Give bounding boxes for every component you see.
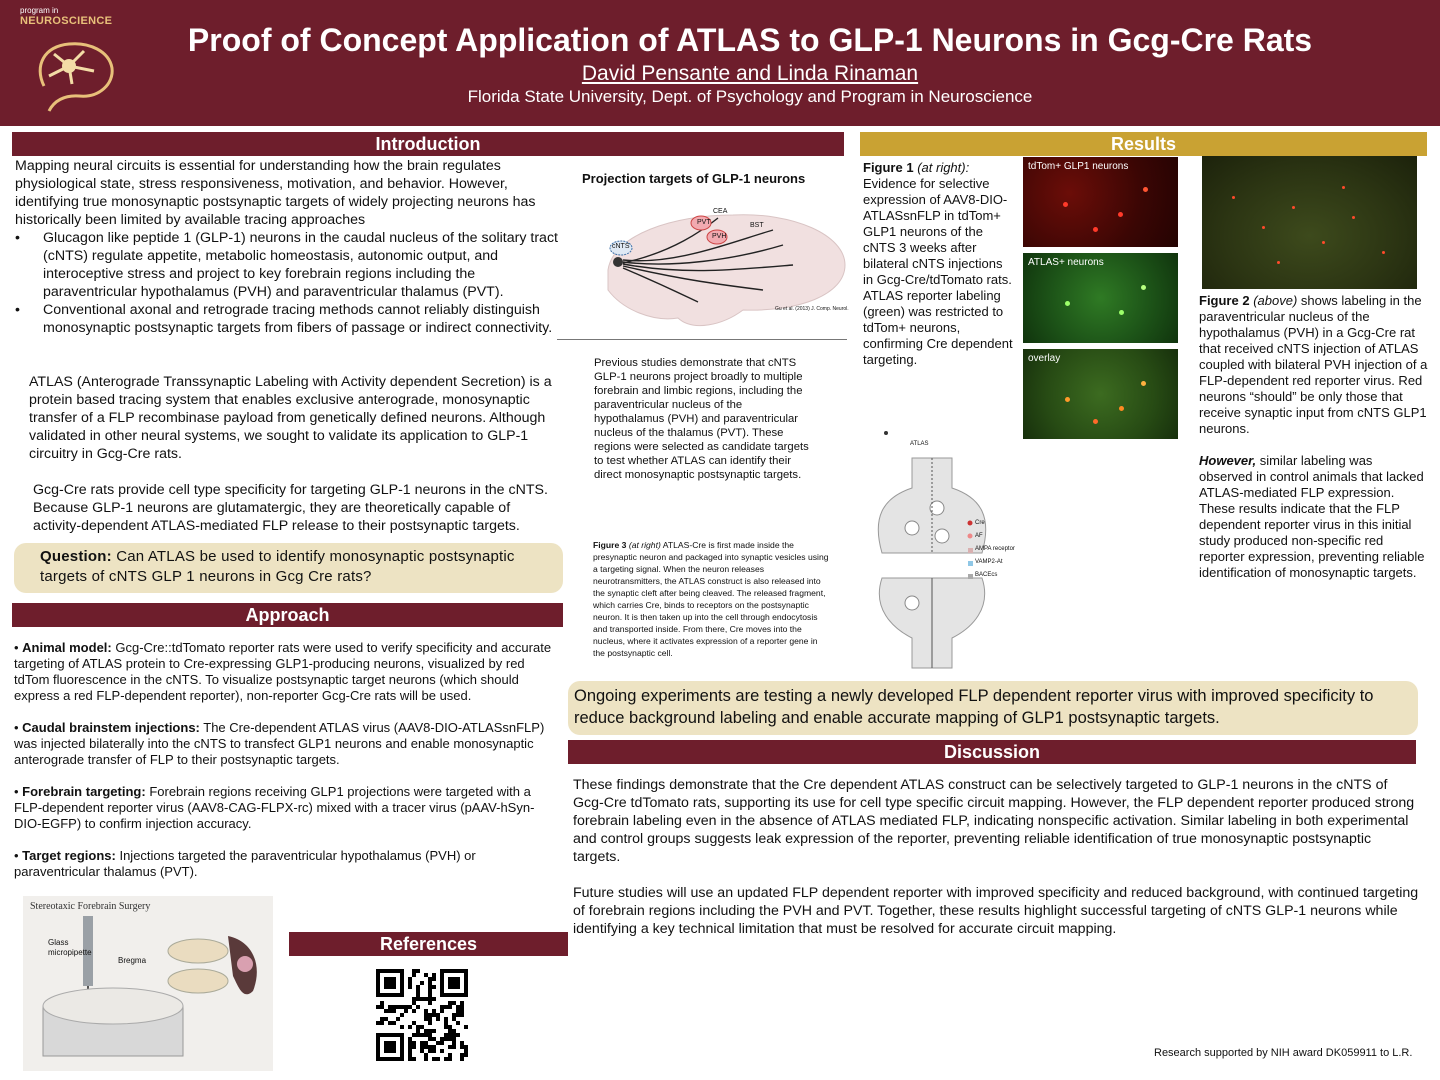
surgery-illustration xyxy=(42,916,257,1057)
overlay-panel: overlay xyxy=(1023,349,1178,439)
approach-item: • Target regions: Injections targeted th… xyxy=(14,848,476,879)
legend-item: VAMP2-At xyxy=(975,559,1003,565)
introduction-body: Mapping neural circuits is essential for… xyxy=(15,157,560,337)
discussion-paragraph: Future studies will use an updated FLP d… xyxy=(573,885,1419,937)
approach-heading: Approach xyxy=(12,603,563,627)
atlas-diagram-title: ATLAS xyxy=(910,441,929,447)
projection-description: Previous studies demonstrate that cNTS G… xyxy=(594,357,809,481)
tdtom-panel: tdTom+ GLP1 neurons xyxy=(1023,157,1178,247)
panel-label: overlay xyxy=(1028,353,1061,364)
question-label: Question: xyxy=(40,548,112,565)
divider xyxy=(557,339,847,340)
funding-note: Research supported by NIH award DK059911… xyxy=(1154,1047,1413,1059)
authors: David Pensante and Linda Rinaman xyxy=(581,62,919,85)
intro-bullet: Conventional axonal and retrograde traci… xyxy=(15,301,560,337)
approach-body: • Animal model: Gcg-Cre::tdTomato report… xyxy=(14,640,554,896)
approach-item: • Caudal brainstem injections: The Cre-d… xyxy=(14,720,545,767)
discussion-body: These findings demonstrate that the Cre … xyxy=(573,776,1421,956)
references-heading: References xyxy=(289,932,568,956)
discussion-paragraph: These findings demonstrate that the Cre … xyxy=(573,777,1415,865)
panel-label: tdTom+ GLP1 neurons xyxy=(1028,161,1129,172)
question-text: Can ATLAS be used to identify monosynapt… xyxy=(40,548,515,585)
approach-item: • Forebrain targeting: Forebrain regions… xyxy=(14,784,535,831)
figure2-caption: Figure 2 (above) shows labeling in the p… xyxy=(1199,293,1428,580)
ongoing-box: Ongoing experiments are testing a newly … xyxy=(568,681,1418,735)
qr-code[interactable] xyxy=(375,969,469,1061)
poster-header: program in NEUROSCIENCE Proof of Concept… xyxy=(0,0,1440,126)
results-heading: Results xyxy=(860,132,1427,156)
intro-paragraph-1: Mapping neural circuits is essential for… xyxy=(15,158,536,228)
pvh-micrograph xyxy=(1202,156,1417,289)
stereotaxic-surgery-figure xyxy=(23,896,273,1071)
discussion-heading: Discussion xyxy=(568,740,1416,764)
introduction-heading: Introduction xyxy=(12,132,844,156)
logo-text: NEUROSCIENCE xyxy=(20,15,113,27)
bst-label: BST xyxy=(750,222,764,229)
approach-item: • Animal model: Gcg-Cre::tdTomato report… xyxy=(14,640,552,703)
intro-bullets: Glucagon like peptide 1 (GLP-1) neurons … xyxy=(15,229,560,337)
intro-paragraph-3: Gcg-Cre rats provide cell type specifici… xyxy=(33,482,548,534)
figure3-caption: Figure 3 (at right) ATLAS-Cre is first m… xyxy=(593,540,829,658)
figure1-caption: Figure 1 (at right): Evidence for select… xyxy=(863,160,1013,367)
pvh-label: PVH xyxy=(712,233,727,240)
pipette-label: Glass micropipette xyxy=(48,938,92,957)
projection-title: Projection targets of GLP-1 neurons xyxy=(582,171,806,186)
atlas-synapse-diagram xyxy=(877,457,987,669)
citation-label: Gu et al. (2013) J. Comp. Neurol. xyxy=(775,306,849,312)
atlas-panel: ATLAS+ neurons xyxy=(1023,253,1178,343)
intro-paragraph-2: ATLAS (Anterograde Transsynaptic Labelin… xyxy=(29,374,552,462)
question-box: Question: Can ATLAS be used to identify … xyxy=(14,543,563,593)
cnts-label: cNTS xyxy=(612,243,630,250)
logo-small-text: program in xyxy=(20,6,59,15)
affiliation: Florida State University, Dept. of Psych… xyxy=(467,87,1033,106)
legend-item: AMPA receptor xyxy=(975,546,1015,552)
legend-item: AF xyxy=(975,533,983,539)
bregma-label: Bregma xyxy=(118,956,147,965)
brain-projection-diagram xyxy=(607,214,846,326)
pvt-label: PVT xyxy=(697,219,711,226)
poster-title: Proof of Concept Application of ATLAS to… xyxy=(187,22,1313,58)
panel-label: ATLAS+ neurons xyxy=(1028,257,1104,268)
intro-bullet: Glucagon like peptide 1 (GLP-1) neurons … xyxy=(15,229,560,301)
cea-label: CEA xyxy=(713,208,728,215)
legend-item: BACEcs xyxy=(975,572,998,578)
surgery-title: Stereotaxic Forebrain Surgery xyxy=(30,901,151,912)
neuroscience-logo xyxy=(38,42,114,112)
bullet-marker xyxy=(884,431,888,435)
legend-item: Cre xyxy=(975,520,985,526)
